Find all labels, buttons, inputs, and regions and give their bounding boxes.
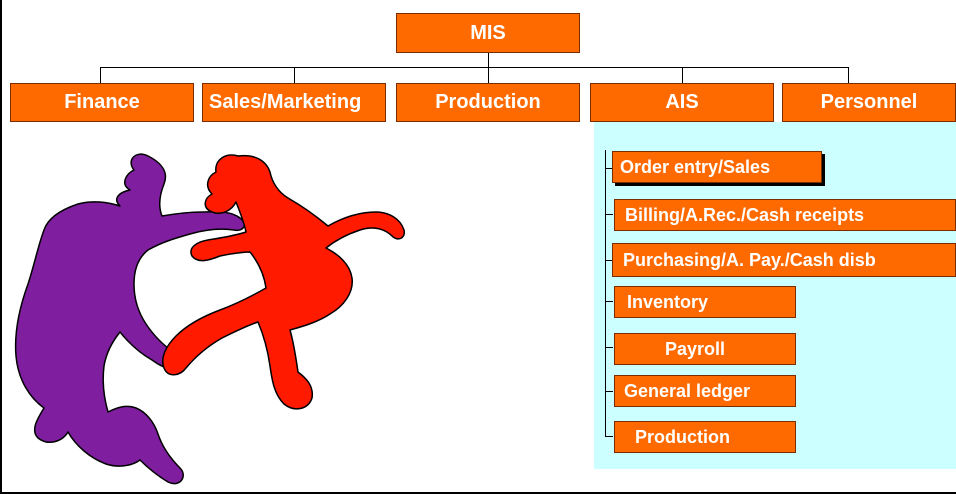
- ais-order-entry-box: Order entry/Sales: [612, 151, 822, 183]
- ais-inventory-box: Inventory: [614, 286, 796, 318]
- purple-figure: [14, 153, 245, 485]
- ais-general-ledger-box: General ledger: [614, 375, 796, 407]
- connector-root-stem: [488, 53, 489, 67]
- dept-production-box: Production: [396, 83, 580, 122]
- ais-tick-purchasing: [605, 260, 613, 261]
- ais-tick-ledger: [605, 391, 613, 392]
- connector-horizontal-bar: [100, 67, 848, 68]
- fighting-figures-illustration: [14, 153, 406, 485]
- connector-finance: [100, 67, 101, 83]
- dept-personnel-box: Personnel: [782, 83, 956, 122]
- ais-subsystem-spine: [605, 150, 606, 437]
- dept-ais-box: AIS: [590, 83, 774, 122]
- connector-ais: [682, 67, 683, 83]
- ais-tick-order: [605, 168, 613, 169]
- dept-finance-box: Finance: [10, 83, 194, 122]
- connector-personnel: [848, 67, 849, 83]
- ais-purchasing-box: Purchasing/A. Pay./Cash disb: [612, 243, 956, 277]
- connector-production: [488, 67, 489, 83]
- connector-sales: [294, 67, 295, 83]
- ais-billing-box: Billing/A.Rec./Cash receipts: [614, 199, 956, 231]
- ais-production-box: Production: [614, 421, 796, 453]
- ais-payroll-box: Payroll: [614, 333, 796, 365]
- red-figure: [162, 154, 406, 410]
- ais-tick-payroll: [605, 347, 613, 348]
- mis-root-box: MIS: [396, 13, 580, 53]
- ais-tick-production: [605, 436, 613, 437]
- ais-tick-inventory: [605, 301, 613, 302]
- dept-sales-marketing-box: Sales/Marketing: [202, 83, 386, 122]
- ais-tick-billing: [605, 214, 613, 215]
